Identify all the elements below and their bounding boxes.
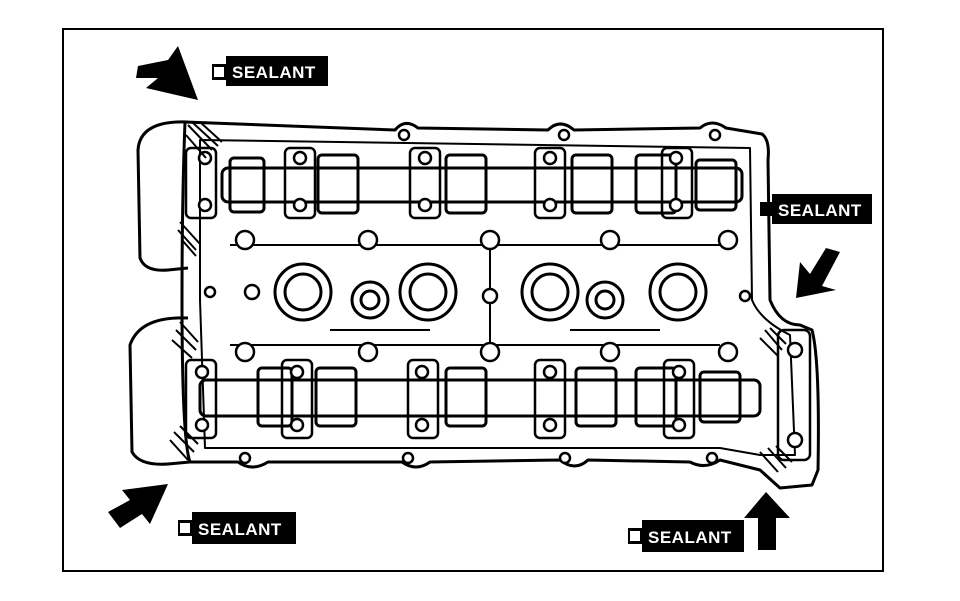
sealant-tube-bottom-left: SEALANT — [178, 512, 296, 544]
sealant-tube-bottom-right: SEALANT — [628, 520, 744, 552]
upper-camshaft — [220, 153, 744, 215]
sealant-label-bottom-left: SEALANT — [198, 520, 282, 539]
sealant-tube-top-left: SEALANT — [212, 56, 328, 86]
arrow-right-icon — [796, 248, 840, 298]
sealant-label-bottom-right: SEALANT — [648, 528, 732, 547]
bearing-caps — [184, 146, 812, 462]
head-bolts — [194, 128, 804, 465]
spark-plug-bores — [273, 262, 708, 322]
sealant-hatch-areas — [169, 121, 793, 473]
lower-camshaft — [198, 366, 762, 428]
figure-frame — [62, 28, 884, 572]
inner-gasket — [199, 139, 796, 456]
sealant-label-right: SEALANT — [778, 201, 862, 220]
sealant-label-top-left: SEALANT — [232, 63, 316, 82]
center-rail — [230, 244, 720, 346]
arrows — [108, 46, 840, 550]
upper-cover-lobe — [136, 120, 189, 272]
arrow-top-left-icon — [136, 46, 198, 100]
arrow-up-icon — [744, 492, 790, 550]
arrow-bottom-left-icon — [108, 484, 168, 528]
sealant-tube-right: SEALANT — [760, 194, 872, 224]
lower-cover-lobe — [128, 316, 191, 466]
